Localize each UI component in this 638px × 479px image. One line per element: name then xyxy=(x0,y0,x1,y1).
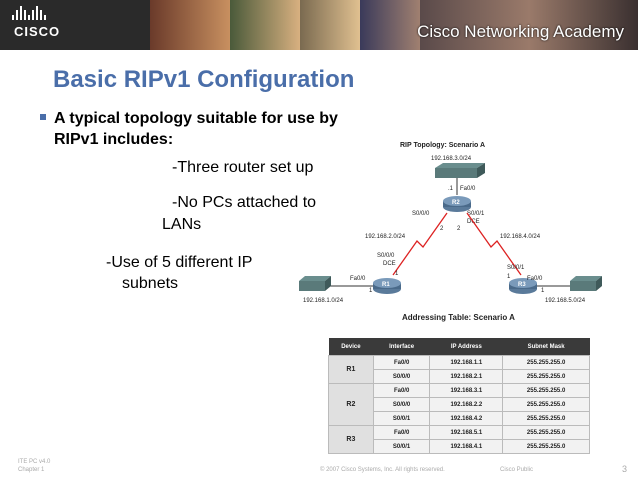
r3-router-icon xyxy=(509,278,537,294)
table-row: S0/0/1 192.168.4.2 255.255.255.0 xyxy=(329,411,590,426)
r1-host-serial: 1 xyxy=(395,271,399,277)
sub-item-no-pcs: -No PCs attached to xyxy=(172,194,317,211)
sub-item-subnets-cont: subnets xyxy=(122,275,179,292)
footer-chapter: Chapter 1 xyxy=(18,467,45,473)
r2-fa-host: .1 xyxy=(448,186,454,192)
table-cell-mask: 255.255.255.0 xyxy=(502,425,590,440)
r1-host-fa: 1 xyxy=(369,288,373,294)
r3-fa-label: Fa0/0 xyxy=(527,276,543,282)
r1-label: R1 xyxy=(382,282,390,288)
cisco-logo-icon xyxy=(12,6,46,20)
r1-dce-label: DCE xyxy=(383,261,396,267)
header-banner: CISCO Cisco Networking Academy xyxy=(0,0,638,50)
table-cell-ip: 192.168.2.1 xyxy=(429,369,504,384)
r3-label: R3 xyxy=(518,282,526,288)
footer-course: ITE PC v4.0 xyxy=(18,459,51,465)
link-r2-r3-label: 192.168.4.0/24 xyxy=(500,234,541,240)
table-cell-mask: 255.255.255.0 xyxy=(502,355,590,370)
cisco-logo-text: CISCO xyxy=(14,24,61,39)
table-cell-ip: 192.168.1.1 xyxy=(429,355,504,370)
sub-item-lans: LANs xyxy=(162,216,202,233)
table-cell-ip: 192.168.4.1 xyxy=(429,439,504,454)
table-header-interface: Interface xyxy=(373,338,430,356)
r1-fa-label: Fa0/0 xyxy=(350,276,366,282)
r2-host-right: 2 xyxy=(457,226,461,232)
footer-public: Cisco Public xyxy=(500,467,534,473)
table-cell-interface: S0/0/1 xyxy=(372,439,431,454)
table-header-device: Device xyxy=(328,338,374,356)
table-cell-mask: 255.255.255.0 xyxy=(502,411,590,426)
table-cell-mask: 255.255.255.0 xyxy=(502,439,590,454)
sub-item-subnets: -Use of 5 different IP xyxy=(106,254,253,271)
banner-photo-2 xyxy=(230,0,300,50)
table-cell-mask: 255.255.255.0 xyxy=(502,397,590,412)
table-cell-interface: Fa0/0 xyxy=(372,355,431,370)
r1-switch-icon xyxy=(299,276,331,291)
r2-switch-icon xyxy=(435,163,485,178)
table-cell-device: R2 xyxy=(328,383,374,426)
r1-lan-label: 192.168.1.0/24 xyxy=(303,298,344,304)
table-row: S0/0/1 192.168.4.1 255.255.255.0 xyxy=(329,439,590,454)
table-row: R2 Fa0/0 192.168.3.1 255.255.255.0 xyxy=(328,383,590,426)
banner-photo-3 xyxy=(300,0,360,50)
bullet-square-icon xyxy=(40,114,46,120)
r1-router-icon xyxy=(373,278,401,294)
table-cell-ip: 192.168.4.2 xyxy=(429,411,504,426)
r2-fa-label: Fa0/0 xyxy=(460,186,476,192)
table-cell-mask: 255.255.255.0 xyxy=(502,369,590,384)
addressing-table-title: Addressing Table: Scenario A xyxy=(402,313,515,322)
table-header-row: Device Interface IP Address Subnet Mask xyxy=(328,338,590,356)
addressing-table: Device Interface IP Address Subnet Mask … xyxy=(328,338,590,454)
r3-s001-label: S0/0/1 xyxy=(507,265,525,271)
banner-photo-5 xyxy=(420,0,638,50)
link-r1-r2-label: 192.168.2.0/24 xyxy=(365,234,406,240)
serial-link-r2-r3 xyxy=(466,212,522,276)
table-cell-interface: Fa0/0 xyxy=(372,383,431,398)
r2-router-icon xyxy=(443,196,471,212)
banner-photo-4 xyxy=(360,0,420,50)
table-cell-ip: 192.168.3.1 xyxy=(429,383,504,398)
table-cell-device: R1 xyxy=(328,355,374,384)
footer-page-number: 3 xyxy=(622,464,628,474)
r3-switch-icon xyxy=(570,276,602,291)
academy-title: Cisco Networking Academy xyxy=(417,22,624,41)
table-cell-interface: S0/0/0 xyxy=(372,369,431,384)
r2-host-left: 2 xyxy=(440,226,444,232)
slide-title: Basic RIPv1 Configuration xyxy=(53,66,355,93)
r2-label: R2 xyxy=(452,200,460,206)
serial-link-r1-r2 xyxy=(392,212,448,276)
table-cell-device: R3 xyxy=(328,425,374,454)
table-cell-interface: S0/0/0 xyxy=(372,397,431,412)
table-row: R3 Fa0/0 192.168.5.1 255.255.255.0 xyxy=(328,425,590,454)
table-header-ip: IP Address xyxy=(429,338,503,356)
rip-topology-diagram: RIP Topology: Scenario A 192.168.3.0/24 … xyxy=(299,142,602,304)
main-bullet-text: A typical topology suitable for use by R… xyxy=(54,110,338,148)
table-cell-ip: 192.168.2.2 xyxy=(429,397,504,412)
r2-lan-label: 192.168.3.0/24 xyxy=(431,156,472,162)
banner-photo-1 xyxy=(150,0,230,50)
r2-s000-label: S0/0/0 xyxy=(412,211,430,217)
r2-s001-label: S0/0/1 xyxy=(467,211,485,217)
r1-s000-label: S0/0/0 xyxy=(377,253,395,259)
r3-host-serial: 1 xyxy=(507,274,511,280)
table-cell-interface: Fa0/0 xyxy=(372,425,431,440)
table-cell-mask: 255.255.255.0 xyxy=(502,383,590,398)
r3-host-fa: 1 xyxy=(541,288,545,294)
topology-title: RIP Topology: Scenario A xyxy=(400,142,485,149)
table-cell-interface: S0/0/1 xyxy=(372,411,431,426)
sub-item-routers: -Three router set up xyxy=(172,159,314,176)
table-cell-ip: 192.168.5.1 xyxy=(429,425,504,440)
table-header-mask: Subnet Mask xyxy=(502,338,590,356)
table-row: R1 Fa0/0 192.168.1.1 255.255.255.0 xyxy=(328,355,590,384)
footer-copyright: © 2007 Cisco Systems, Inc. All rights re… xyxy=(320,467,445,473)
r3-lan-label: 192.168.5.0/24 xyxy=(545,298,586,304)
table-row: S0/0/0 192.168.2.2 255.255.255.0 xyxy=(329,397,590,412)
